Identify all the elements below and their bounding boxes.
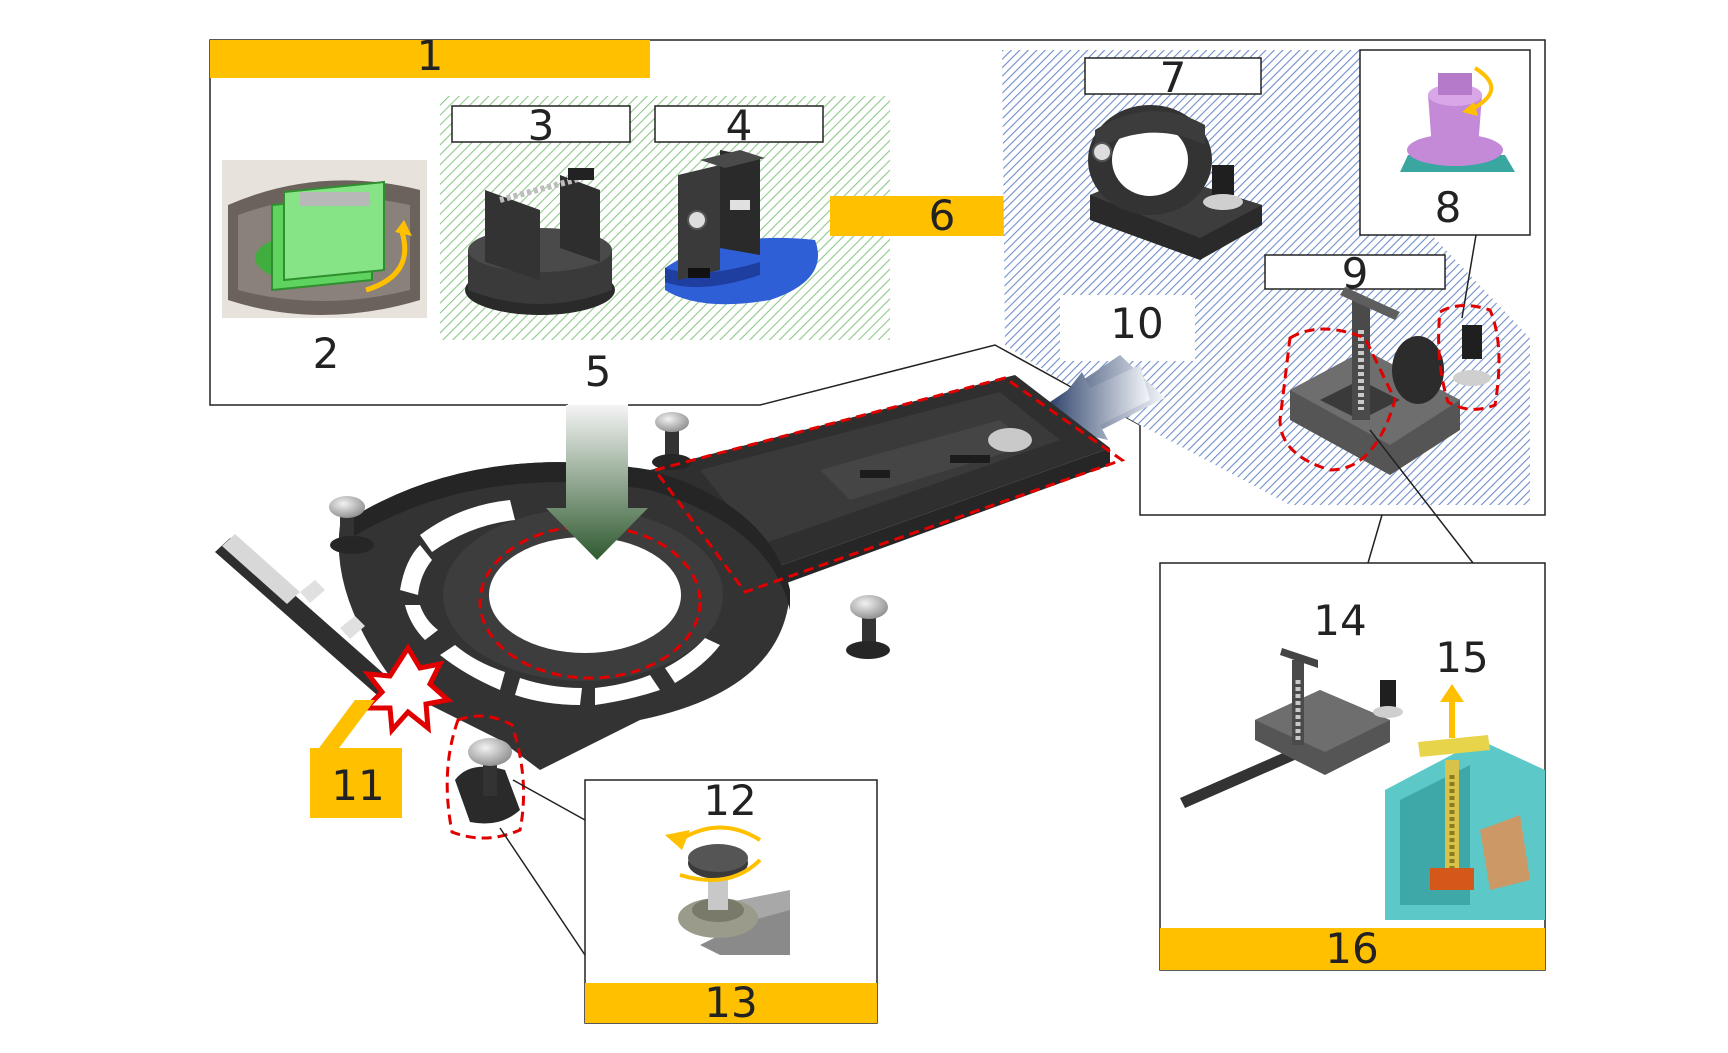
callout-screw xyxy=(445,714,526,840)
inset-8: 8 xyxy=(1359,49,1531,236)
label-box-4 xyxy=(654,105,824,143)
thumb-screw-b xyxy=(329,496,374,554)
part-9-render xyxy=(1278,287,1501,475)
label-11: 11 xyxy=(331,761,384,810)
label-5: 5 xyxy=(585,347,612,396)
base-plate-render xyxy=(329,375,1110,824)
label-bar-16 xyxy=(1160,928,1545,970)
label-8: 8 xyxy=(1435,183,1462,232)
thumb-screw-a xyxy=(652,412,692,470)
part-2-render: 2 xyxy=(222,160,427,378)
label-box-9 xyxy=(1264,254,1446,290)
label-7: 7 xyxy=(1160,53,1187,102)
label-box-10: 10 xyxy=(1060,295,1195,361)
arrow-5-insert: 5 xyxy=(546,347,648,560)
part-4-render xyxy=(665,150,818,305)
part-14-render xyxy=(1180,648,1403,808)
label-1: 1 xyxy=(417,31,444,80)
thumb-screw-c xyxy=(846,595,890,659)
thumb-screw-d xyxy=(455,738,520,824)
callout-rail xyxy=(652,376,1126,594)
inset-13: 12 13 xyxy=(499,776,878,1027)
inset-16: 14 15 16 xyxy=(1159,429,1546,973)
label-12: 12 xyxy=(703,776,756,825)
label-box-7 xyxy=(1084,57,1262,95)
label-16: 16 xyxy=(1325,924,1378,973)
group-1-frame: 1 xyxy=(209,31,1546,516)
label-14: 14 xyxy=(1313,596,1366,645)
label-10: 10 xyxy=(1110,299,1163,348)
drill-bit xyxy=(215,534,400,702)
part-7-render xyxy=(1088,105,1262,260)
part-15-render xyxy=(1385,684,1545,920)
label-15: 15 xyxy=(1435,633,1488,682)
label-3: 3 xyxy=(528,101,555,150)
label-6: 6 xyxy=(929,191,956,240)
label-box-3 xyxy=(451,105,631,143)
green-panel: 3 4 xyxy=(440,96,890,340)
label-bar-11: 11 xyxy=(310,748,402,818)
label-2: 2 xyxy=(313,329,340,378)
label-bar-1 xyxy=(210,40,650,78)
part-3-render xyxy=(465,168,615,315)
label-13: 13 xyxy=(704,978,757,1027)
label-4: 4 xyxy=(726,101,753,150)
impact-burst xyxy=(310,643,454,760)
label-bar-13 xyxy=(585,983,877,1023)
